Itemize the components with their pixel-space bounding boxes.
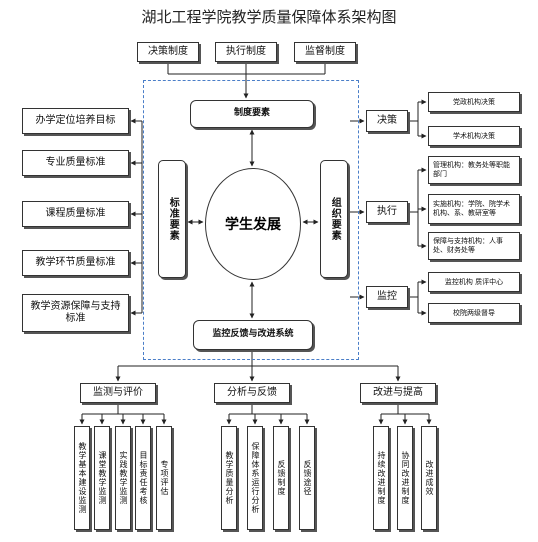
bottom-group-improve: 改进与提高 xyxy=(360,383,436,403)
left-item-major-standard: 专业质量标准 xyxy=(22,150,129,176)
analysis-item-feedback-system-label: 反馈制度 xyxy=(277,460,286,496)
monitoring-item-center: 监控机构 质评中心 xyxy=(428,272,520,292)
organization-element-label: 组织要素 xyxy=(329,197,341,241)
right-group-decision: 决策 xyxy=(366,110,408,132)
monitor-item-practice: 实践教学监测 xyxy=(115,426,131,530)
execution-item-implementation: 实施机构：学院、院学术机构、系、教研室等 xyxy=(428,194,520,224)
monitor-item-practice-label: 实践教学监测 xyxy=(119,451,128,505)
analysis-item-feedback-channel-label: 反馈途径 xyxy=(303,460,312,496)
improve-item-continuous: 持续改进制度 xyxy=(373,426,389,530)
monitoring-feedback-system-box: 监控反馈与改进系统 xyxy=(193,320,313,350)
monitor-item-basic-construction-label: 教学基本建设监测 xyxy=(78,442,87,514)
top-box-execution: 执行制度 xyxy=(215,42,277,62)
analysis-item-quality-label: 教学质量分析 xyxy=(225,451,234,505)
improve-item-effect: 改进成效 xyxy=(421,426,437,530)
improve-item-collaborative: 协同改进制度 xyxy=(397,426,413,530)
left-item-positioning: 办学定位培养目标 xyxy=(22,108,129,134)
analysis-item-feedback-channel: 反馈途径 xyxy=(299,426,315,530)
monitor-item-special-evaluation-label: 专项评估 xyxy=(160,460,169,496)
diagram-title: 湖北工程学院教学质量保障体系架构图 xyxy=(141,8,397,26)
decision-item-academic: 学术机构决策 xyxy=(428,126,520,146)
bottom-group-analysis-feedback: 分析与反馈 xyxy=(214,383,290,403)
decision-item-party: 党政机构决策 xyxy=(428,92,520,112)
right-group-execution: 执行 xyxy=(366,201,408,223)
analysis-item-system-operation: 保障体系运行分析 xyxy=(247,426,263,530)
improve-item-effect-label: 改进成效 xyxy=(425,460,434,496)
execution-item-support: 保障与支持机构：人事处、财务处等 xyxy=(428,232,520,260)
left-item-resource-standard: 教学资源保障与支持标准 xyxy=(22,294,129,332)
monitoring-item-supervision: 校院两级督导 xyxy=(428,303,520,323)
improve-item-continuous-label: 持续改进制度 xyxy=(377,451,386,505)
student-development-core: 学生发展 xyxy=(205,168,301,280)
left-item-teaching-link-standard: 教学环节质量标准 xyxy=(22,250,129,276)
monitor-item-special-evaluation: 专项评估 xyxy=(156,426,172,530)
monitor-item-classroom: 课堂教学监测 xyxy=(94,426,110,530)
execution-item-management: 管理机构：教务处等职能部门 xyxy=(428,156,520,184)
standard-element-label: 标准要素 xyxy=(167,197,179,241)
monitor-item-target-assessment: 目标责任考核 xyxy=(135,426,151,530)
organization-element-box: 组织要素 xyxy=(320,160,348,278)
analysis-item-feedback-system: 反馈制度 xyxy=(273,426,289,530)
left-item-course-standard: 课程质量标准 xyxy=(22,201,129,227)
core-label: 学生发展 xyxy=(225,217,281,233)
analysis-item-quality: 教学质量分析 xyxy=(221,426,237,530)
top-box-decision: 决策制度 xyxy=(137,42,199,62)
standard-element-box: 标准要素 xyxy=(158,160,186,278)
analysis-item-system-operation-label: 保障体系运行分析 xyxy=(251,442,260,514)
bottom-group-monitor-evaluate: 监测与评价 xyxy=(80,383,156,403)
right-group-monitoring: 监控 xyxy=(366,286,408,308)
monitor-item-target-assessment-label: 目标责任考核 xyxy=(139,451,148,505)
top-box-supervision: 监督制度 xyxy=(294,42,356,62)
institution-element-box: 制度要素 xyxy=(190,100,314,128)
monitor-item-classroom-label: 课堂教学监测 xyxy=(98,451,107,505)
monitor-item-basic-construction: 教学基本建设监测 xyxy=(74,426,90,530)
improve-item-collaborative-label: 协同改进制度 xyxy=(401,451,410,505)
core-dashed-frame xyxy=(143,80,359,360)
